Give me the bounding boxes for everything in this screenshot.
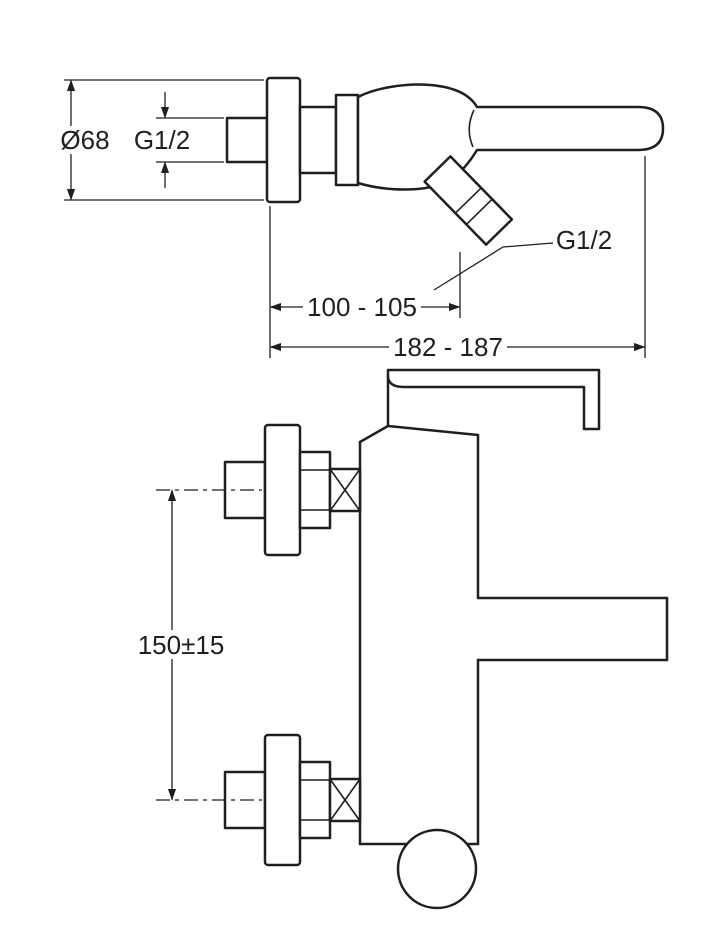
- dimension-label-background: [56, 126, 114, 154]
- side-view: 150±15: [126, 368, 669, 910]
- side-connector-nut-bottom: [298, 760, 332, 840]
- outlet-thread-label: G1/2: [556, 225, 612, 255]
- dimension-label-background: [130, 126, 194, 154]
- side-adapter-cross-line: [329, 468, 361, 512]
- side-body-top-line: [386, 424, 480, 437]
- side-shower-hook-ring: [396, 828, 478, 910]
- dimension-label-background: [389, 332, 507, 361]
- total-depth-dimension-label: 182 - 187: [393, 332, 503, 362]
- centers-dimension-label: 150±15: [138, 630, 225, 660]
- top-wall-flange: [265, 76, 302, 204]
- dimension-label-background: [303, 292, 421, 321]
- top-body-collar: [334, 93, 360, 187]
- diameter-dimension-label: Ø68: [60, 125, 109, 155]
- top-body-detail-line: [468, 109, 475, 148]
- side-wall-flange-bottom: [263, 733, 302, 867]
- dimension-label-background: [126, 630, 238, 659]
- side-body-shoulder-line: [358, 424, 390, 444]
- top-body-connector: [298, 105, 338, 175]
- side-connector-nut-top: [298, 450, 332, 530]
- top-body-and-lever: [356, 83, 665, 191]
- side-adapter-cross-line: [329, 778, 361, 822]
- top-spout-thread-line: [454, 187, 482, 214]
- top-view: Ø68 G1/2 100 - 105 182 - 187 G1/2: [56, 76, 665, 362]
- depth-dimension-label: 100 - 105: [307, 292, 417, 322]
- outlet-thread-leader-line: [433, 242, 554, 291]
- side-lever: [386, 368, 601, 431]
- side-wall-flange-top: [263, 423, 302, 557]
- top-inlet-stub: [225, 116, 269, 164]
- inlet-thread-dimension-label: G1/2: [134, 125, 190, 155]
- top-spout-thread-line: [465, 198, 493, 225]
